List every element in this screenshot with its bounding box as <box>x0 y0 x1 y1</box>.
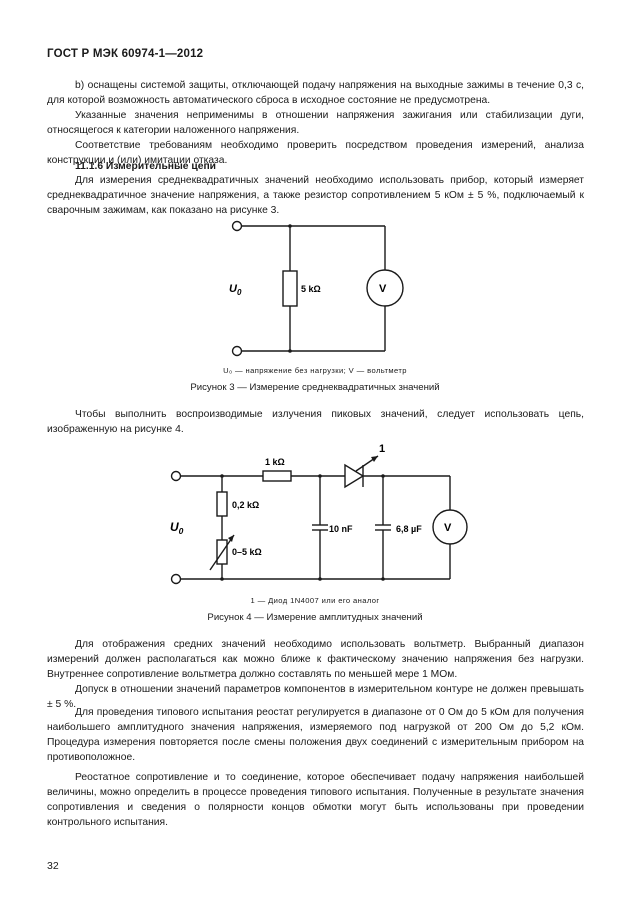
rheostat-arrow <box>209 534 235 571</box>
junction-dot <box>220 577 224 581</box>
paragraph: Реостатное сопротивление и то соединение… <box>47 772 584 828</box>
terminal <box>231 345 243 357</box>
diode-triangle <box>344 463 365 489</box>
diode-ref-label: 1 <box>379 443 385 455</box>
c2-label: 6,8 µF <box>396 524 422 534</box>
resistor-1k <box>262 470 292 482</box>
figure-4-note: 1 — Диод 1N4007 или его аналог <box>250 596 380 605</box>
paragraph: Для проведения типового испытания реоста… <box>47 707 584 763</box>
u0-label: U0 <box>229 283 242 297</box>
document-header: ГОСТ Р МЭК 60974-1—2012 <box>47 48 204 60</box>
junction-dot <box>288 224 292 228</box>
resistor-label: 5 kΩ <box>301 284 321 294</box>
terminal <box>170 573 182 585</box>
figure-3-caption: Рисунок 3 — Измерение среднеквадратичных… <box>190 382 440 393</box>
r-shunt-label: 0,2 kΩ <box>232 500 259 510</box>
junction-dot <box>381 474 385 478</box>
junction-dot <box>318 474 322 478</box>
r-series-label: 1 kΩ <box>265 457 285 467</box>
junction-dot <box>220 474 224 478</box>
voltmeter-label: V <box>379 283 387 295</box>
junction-dot <box>381 577 385 581</box>
terminal <box>170 470 182 482</box>
pointer-head <box>371 456 378 462</box>
paragraph: Допуск в отношении значений параметров к… <box>47 684 584 710</box>
voltmeter-label: V <box>444 522 452 534</box>
figure-4-circuit: U0 1 kΩ 0,2 kΩ 0–5 kΩ 10 nF 6,8 µF V 1 <box>170 443 468 585</box>
paragraph: Для отображения средних значений необход… <box>47 639 584 680</box>
figure-4-caption: Рисунок 4 — Измерение амплитудных значен… <box>207 612 423 623</box>
paragraph: Для измерения среднеквадратичных значени… <box>47 175 584 216</box>
arrow-head <box>228 535 234 542</box>
junction-dot <box>318 577 322 581</box>
resistor-0-2k <box>216 491 228 517</box>
section-heading: 11.1.6 Измерительные цепи <box>75 161 216 172</box>
u0-label: U0 <box>170 520 184 536</box>
figure-3-circuit: U0 5 kΩ V <box>229 220 404 357</box>
terminal <box>231 220 243 232</box>
page-number: 32 <box>47 860 59 872</box>
r-var-label: 0–5 kΩ <box>232 547 262 557</box>
resistor-5k <box>282 270 298 307</box>
paragraph: b) оснащены системой защиты, отключающей… <box>47 80 584 106</box>
paragraph: Указанные значения неприменимы в отношен… <box>47 110 584 136</box>
figure-3-note: U₀ — напряжение без нагрузки; V — вольтм… <box>223 366 407 375</box>
c1-label: 10 nF <box>329 524 353 534</box>
paragraph: Чтобы выполнить воспроизводимые излучени… <box>47 409 584 435</box>
paragraph: Соответствие требованиям необходимо пров… <box>47 140 584 166</box>
voltmeter-symbol <box>366 269 404 307</box>
junction-dot <box>288 349 292 353</box>
